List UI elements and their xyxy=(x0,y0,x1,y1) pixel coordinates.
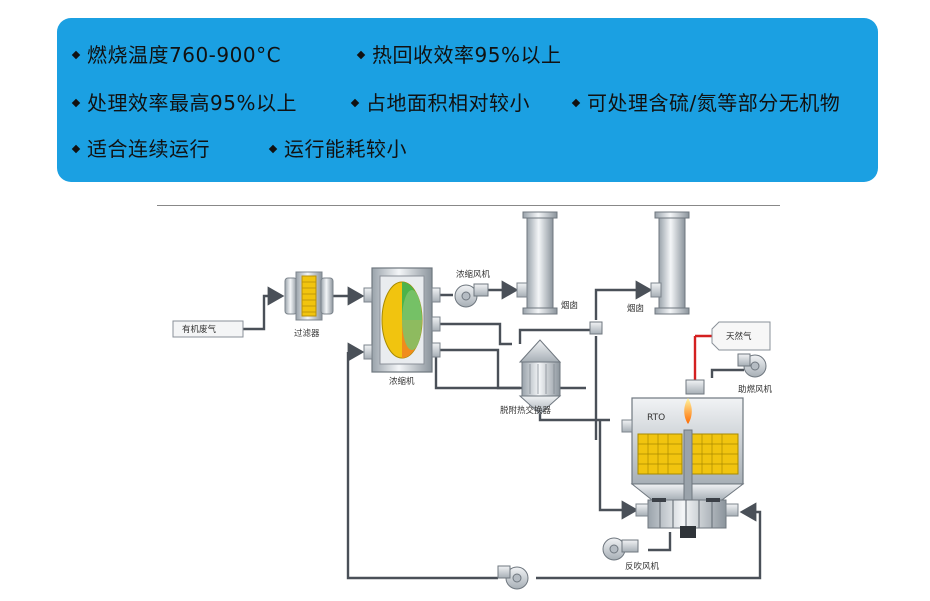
pipe-network xyxy=(243,280,762,580)
feature-text: 热回收效率95%以上 xyxy=(372,43,562,67)
blowback-fan: 反吹风机 xyxy=(602,537,660,572)
return-fan xyxy=(497,565,529,590)
chimney-2: 烟囱 xyxy=(627,211,690,315)
feature-item: 运行能耗较小 xyxy=(268,133,407,162)
filter-unit: 过滤器 xyxy=(284,271,334,339)
diagram-top-rule xyxy=(157,205,780,206)
flame-icon xyxy=(684,398,692,424)
natural-gas-tag: 天然气 xyxy=(711,321,771,351)
blowback-fan-label: 反吹风机 xyxy=(625,561,660,572)
inlet-label: 有机废气 xyxy=(182,324,217,335)
three-way-valve xyxy=(589,321,603,335)
feature-item: 可处理含硫/氮等部分无机物 xyxy=(571,87,841,116)
feature-panel xyxy=(57,18,878,182)
chimney-1: 烟囱 xyxy=(516,211,578,315)
feature-text: 适合连续运行 xyxy=(87,137,210,161)
feature-text: 燃烧温度760-900°C xyxy=(87,43,282,67)
feature-item: 燃烧温度760-900°C xyxy=(71,39,282,68)
feature-item: 处理效率最高95%以上 xyxy=(71,87,297,116)
rto-unit: RTO xyxy=(621,379,745,538)
rto-label: RTO xyxy=(647,413,665,423)
feature-item: 热回收效率95%以上 xyxy=(356,39,562,68)
natural-gas-label: 天然气 xyxy=(726,331,752,342)
feature-item: 占地面积相对较小 xyxy=(350,87,530,116)
feature-text: 可处理含硫/氮等部分无机物 xyxy=(587,91,841,115)
desorption-hx-label: 脱附热交换器 xyxy=(500,405,552,416)
filter-label: 过滤器 xyxy=(294,328,320,339)
desorption-heat-exchanger: 脱附热交换器 xyxy=(500,339,562,416)
inlet-label-box: 有机废气 xyxy=(172,320,244,338)
concentrator-unit: 浓缩机 xyxy=(363,267,441,387)
concentration-fan-label: 浓缩风机 xyxy=(456,269,491,280)
concentrator-label: 浓缩机 xyxy=(389,376,415,387)
concentration-fan: 浓缩风机 xyxy=(454,269,491,308)
combustion-fan-label: 助燃风机 xyxy=(738,384,773,395)
chimney-2-label: 烟囱 xyxy=(627,303,644,314)
chimney-1-label: 烟囱 xyxy=(561,300,578,311)
feature-item: 适合连续运行 xyxy=(71,133,210,162)
feature-text: 占地面积相对较小 xyxy=(366,91,530,115)
feature-text: 运行能耗较小 xyxy=(284,137,407,161)
feature-text: 处理效率最高95%以上 xyxy=(87,91,297,115)
combustion-fan: 助燃风机 xyxy=(737,353,773,395)
